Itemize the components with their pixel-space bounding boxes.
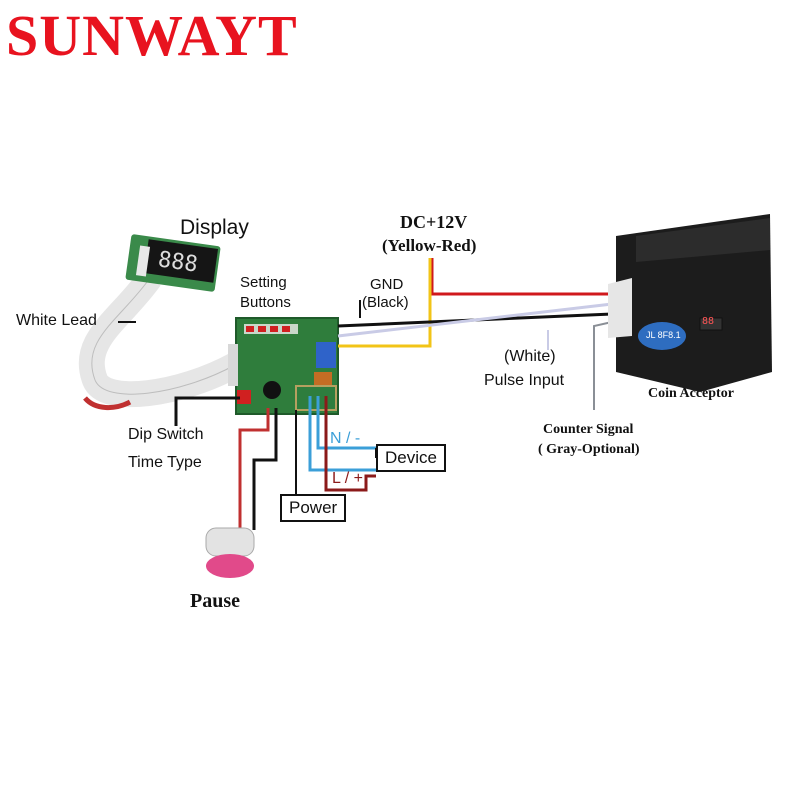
counter-signal-label: Counter Signal [543,422,634,437]
pulse-input-label: Pulse Input [484,372,565,389]
wires [118,258,613,530]
display-module [125,234,221,292]
gray-optional-label: ( Gray-Optional) [538,442,640,457]
l-plus-label: L / + [332,470,363,487]
setting-buttons-label-line1: Setting [240,274,287,291]
acceptor-badge: JL 8F8.1 [646,330,681,340]
power-box: Power [280,494,347,522]
white-label: (White) [504,348,556,365]
acceptor-display: 88 [702,316,715,327]
display-label: Display [180,216,249,239]
time-type-label: Time Type [128,454,202,471]
pause-label: Pause [190,590,240,612]
setting-buttons-label-line2: Buttons [240,294,291,311]
pause-button-graphic [205,527,255,578]
dip-switch-label: Dip Switch [128,426,204,443]
display-digits: 888 [156,247,200,278]
black-label: (Black) [362,294,409,311]
n-minus-label: N / - [330,430,361,447]
dc12v-label: DC+12V [400,212,468,232]
white-lead-cable [78,270,242,410]
control-board [228,317,339,415]
white-lead-label: White Lead [16,312,97,329]
gnd-label: GND [370,276,404,293]
yellow-red-label: (Yellow-Red) [382,236,477,255]
device-box: Device [376,444,446,472]
coin-acceptor-label: Coin Acceptor [648,386,734,401]
coin-acceptor [608,214,772,392]
brand-logo: SUNWAYT [6,3,298,68]
